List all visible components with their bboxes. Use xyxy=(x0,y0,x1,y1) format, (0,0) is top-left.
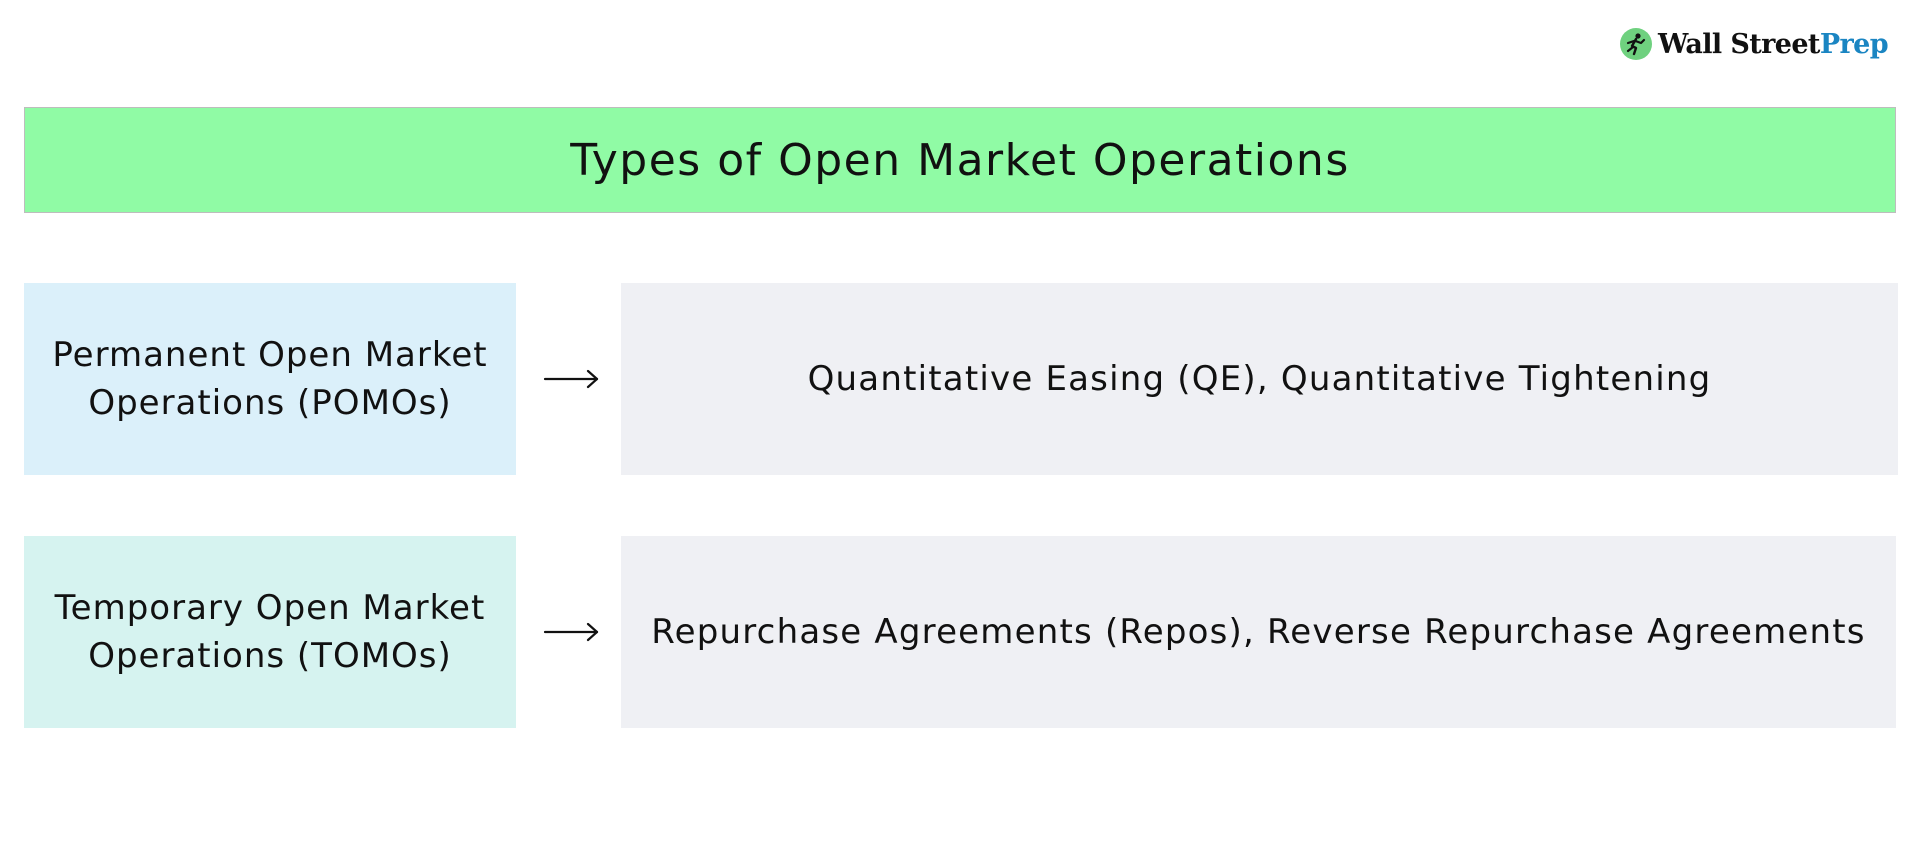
pomo-type-box: Permanent Open Market Operations (POMOs) xyxy=(24,283,516,475)
logo-wordmark-secondary: Prep xyxy=(1819,28,1889,60)
pomo-type-label: Permanent Open Market Operations (POMOs) xyxy=(52,331,487,427)
long-right-arrow-icon xyxy=(543,369,599,389)
pomo-examples-text: Quantitative Easing (QE), Quantitative T… xyxy=(807,359,1712,399)
diagram-title: Types of Open Market Operations xyxy=(570,134,1350,186)
tomo-type-label: Temporary Open Market Operations (TOMOs) xyxy=(55,584,486,680)
wall-street-prep-logo[interactable]: Wall StreetPrep xyxy=(1620,24,1889,64)
tomo-type-line-1: Temporary Open Market xyxy=(54,588,486,628)
title-banner: Types of Open Market Operations xyxy=(24,107,1896,213)
tomo-type-line-2: Operations (TOMOs) xyxy=(88,636,452,676)
pomo-row: Permanent Open Market Operations (POMOs)… xyxy=(24,283,1898,475)
logo-wordmark: Wall StreetPrep xyxy=(1658,28,1889,60)
running-figure-icon xyxy=(1620,28,1652,60)
tomo-type-box: Temporary Open Market Operations (TOMOs) xyxy=(24,536,516,728)
long-right-arrow-icon xyxy=(543,622,599,642)
pomo-examples-box: Quantitative Easing (QE), Quantitative T… xyxy=(621,283,1898,475)
tomo-row: Temporary Open Market Operations (TOMOs)… xyxy=(24,536,1898,728)
pomo-type-line-2: Operations (POMOs) xyxy=(88,383,452,423)
pomo-type-line-1: Permanent Open Market xyxy=(52,335,488,375)
tomo-examples-box: Repurchase Agreements (Repos), Reverse R… xyxy=(621,536,1896,728)
logo-wordmark-primary: Wall Street xyxy=(1658,28,1820,60)
tomo-examples-text: Repurchase Agreements (Repos), Reverse R… xyxy=(651,612,1866,652)
